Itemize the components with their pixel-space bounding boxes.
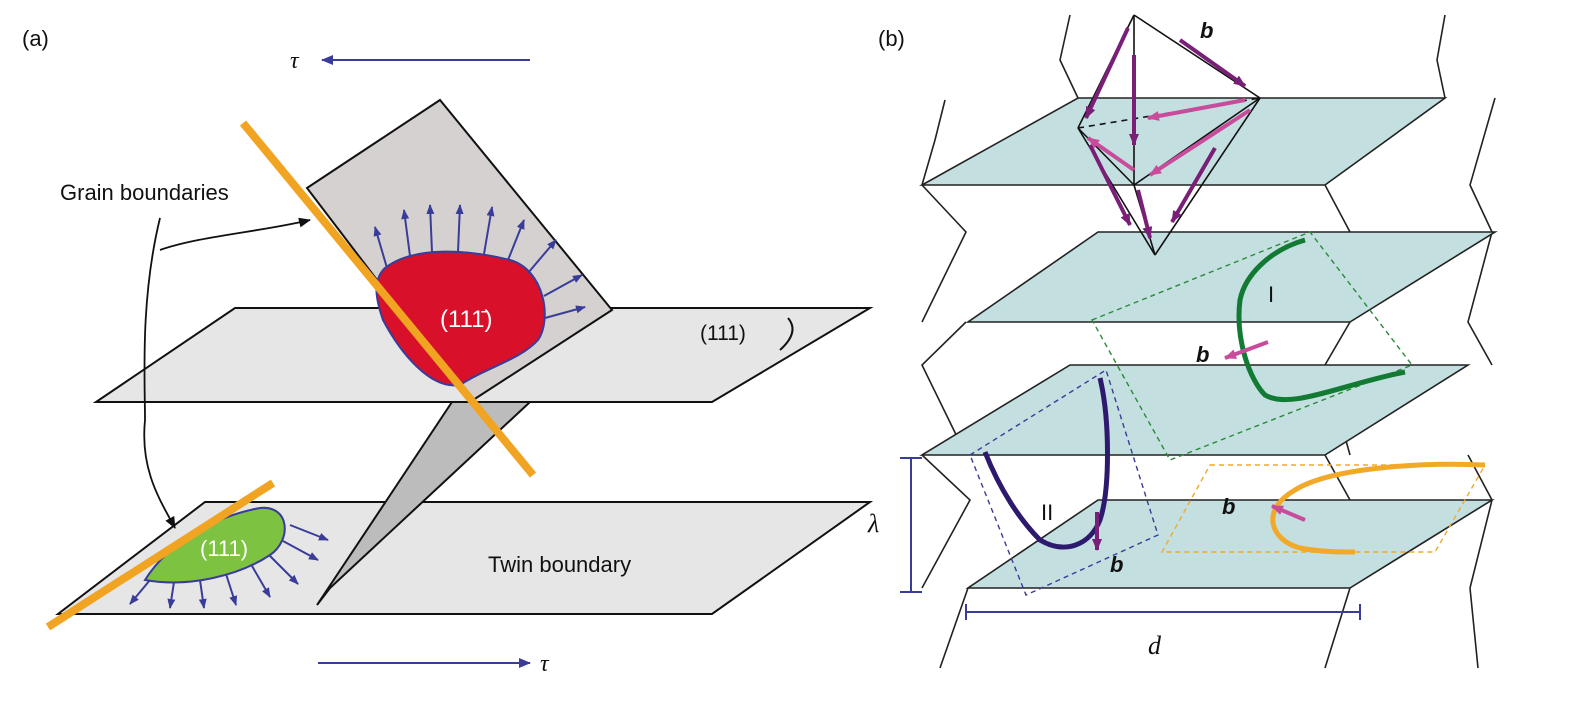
red-arrow	[455, 204, 464, 253]
b-purple-label: b	[1110, 552, 1123, 577]
thompson-tetrahedron: b	[1077, 14, 1261, 256]
b-vector	[1147, 98, 1246, 121]
b-vector-orange	[1271, 504, 1306, 522]
wall-line	[1436, 14, 1446, 99]
grain-boundary-lower	[45, 479, 276, 631]
green-arrow	[251, 565, 271, 598]
lambda-dimension	[900, 457, 922, 593]
b-vector	[1170, 146, 1217, 224]
wall-line	[921, 99, 946, 186]
green-arrow	[167, 581, 176, 609]
plane-green-label: (111)	[200, 536, 248, 561]
d-label: d	[1148, 631, 1162, 660]
wall-line	[1467, 454, 1493, 589]
layer-2	[965, 231, 1498, 323]
red-arrow	[401, 209, 411, 257]
green-arrow	[198, 579, 207, 609]
b-vector	[1148, 108, 1252, 177]
grain-boundary-upper	[239, 120, 537, 478]
green-arrow	[269, 555, 299, 585]
panel-a-label: (a)	[22, 26, 49, 51]
red-dislocation-loop	[375, 250, 546, 387]
red-arrow	[507, 219, 525, 261]
wall-line	[1324, 587, 1351, 669]
b-green-label: b	[1196, 342, 1209, 367]
d-dimension	[965, 604, 1361, 620]
green-arrow	[225, 573, 238, 606]
grain-boundary-pointer-upper	[159, 217, 311, 251]
green-arrow	[129, 579, 151, 605]
b-vector	[1084, 27, 1130, 119]
red-arrow	[543, 274, 583, 297]
wall-line	[921, 454, 971, 589]
wall-line	[921, 184, 967, 323]
loop-I-label: I	[1268, 282, 1274, 307]
plane-111-right-label: (111)	[700, 322, 746, 345]
red-arrow	[426, 204, 435, 253]
twin-boundary-label: Twin boundary	[488, 552, 631, 577]
b-orange-label: b	[1222, 494, 1235, 519]
wall-line	[1469, 587, 1479, 669]
tetra-edge	[1154, 97, 1261, 256]
plane-red-label: (111̄)	[440, 306, 492, 333]
loop-II-dislocation	[982, 377, 1110, 550]
panel-a: (a) τ (111) (111̄)	[22, 26, 874, 677]
b-vector	[1178, 38, 1247, 88]
wall-line	[1059, 14, 1079, 99]
red-arrow	[483, 206, 495, 255]
angle-arc	[779, 317, 794, 351]
green-loop-arrows	[129, 524, 329, 609]
layer-1	[918, 97, 1448, 186]
wall-line	[921, 321, 967, 456]
loop-I-slip-plane	[1091, 231, 1414, 461]
wall-line	[1469, 97, 1496, 233]
grain-boundaries-label: Grain boundaries	[60, 180, 229, 205]
loop-I-dislocation	[1236, 237, 1406, 403]
tau-bottom-label: τ	[540, 651, 550, 677]
red-arrow	[544, 305, 586, 319]
panel-b: (b)	[867, 14, 1498, 669]
grain-boundary-pointer-lower	[143, 217, 176, 529]
loop-II-label: II	[1041, 500, 1053, 525]
tau-top-label: τ	[290, 48, 300, 74]
red-arrow	[527, 239, 557, 274]
red-arrow	[373, 226, 388, 269]
wall-line	[1467, 231, 1493, 366]
orange-dislocation	[1270, 461, 1486, 555]
layer-3	[919, 364, 1471, 456]
panel-b-label: (b)	[878, 26, 905, 51]
b-vector	[1136, 189, 1153, 239]
b-vector	[1086, 136, 1136, 172]
red-loop-arrows	[373, 204, 586, 319]
b-vector	[1088, 144, 1132, 226]
wall-line	[939, 587, 969, 669]
green-arrow	[282, 540, 319, 561]
loop-II-slip-plane	[969, 368, 1159, 596]
green-arrow	[289, 524, 329, 541]
b-top-label: b	[1200, 18, 1213, 43]
b-vector-green	[1224, 340, 1269, 360]
lambda-label: λ	[867, 509, 879, 538]
